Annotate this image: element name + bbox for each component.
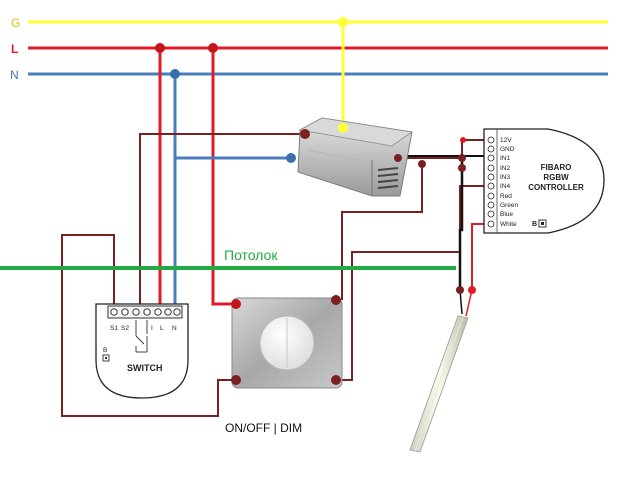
controller-terminal-in3: IN3 xyxy=(500,174,511,181)
line-wire-button xyxy=(211,48,236,306)
wire-psu-12v xyxy=(398,139,485,159)
switch-terminal-label-l: L xyxy=(160,325,164,332)
controller-title-line-2: RGBW xyxy=(543,173,569,182)
controller-service-button-dot xyxy=(541,222,544,225)
controller-terminal-red: Red xyxy=(500,193,512,200)
ground-wire-controller xyxy=(400,148,486,157)
controller-terminal-in1: IN1 xyxy=(500,155,511,162)
switch-terminal-label-s1: S1 xyxy=(110,325,118,332)
push-button[interactable] xyxy=(231,297,343,389)
switch-terminal-label-i: I xyxy=(151,325,153,332)
bus-lines: G L N xyxy=(10,16,608,82)
controller-terminal-in4: IN4 xyxy=(500,183,511,190)
switch-terminal-label-n: N xyxy=(172,325,177,332)
line-bus-label: L xyxy=(11,42,18,56)
junction-dots xyxy=(155,17,476,385)
controller-title-line-1: FIBARO xyxy=(541,163,572,172)
controller-button-label: B xyxy=(532,221,537,228)
controller-terminal-12v: 12V xyxy=(500,137,512,144)
relay-contact-icon xyxy=(135,320,148,353)
led-strip xyxy=(409,289,473,453)
switch-terminal-block xyxy=(107,305,183,319)
wire-in4-button xyxy=(336,185,485,381)
switch-service-button-dot xyxy=(105,357,107,359)
controller-title-line-3: CONTROLLER xyxy=(528,183,584,192)
push-button-caption: ON/OFF | DIM xyxy=(225,421,302,435)
switch-title: SWITCH xyxy=(127,363,163,373)
controller-terminal-in2: IN2 xyxy=(500,165,511,172)
wire-switch-psu xyxy=(139,133,305,308)
neutral-bus-label: N xyxy=(10,68,19,82)
white-channel-wire xyxy=(471,223,485,290)
controller-terminal-green: Green xyxy=(500,202,518,209)
ground-wire-strip xyxy=(458,160,464,290)
power-supply xyxy=(297,117,414,197)
rgbw-controller: 12V GND IN1 IN2 IN3 IN4 Red Green Blue W… xyxy=(483,128,605,234)
switch-button-label: B xyxy=(103,347,107,354)
controller-terminal-gnd: GND xyxy=(500,146,515,153)
switch-terminal-label-s2: S2 xyxy=(121,325,129,332)
wire-psu-button xyxy=(341,164,423,300)
controller-terminal-block xyxy=(487,136,495,228)
wire-switch-button xyxy=(61,234,236,417)
controller-terminal-blue: Blue xyxy=(500,211,513,218)
ceiling-label: Потолок xyxy=(224,247,278,263)
controller-terminal-white: White xyxy=(500,221,517,228)
switch-module: S1 S2 I L N B SWITCH xyxy=(95,303,189,399)
ground-bus-label: G xyxy=(11,16,20,30)
